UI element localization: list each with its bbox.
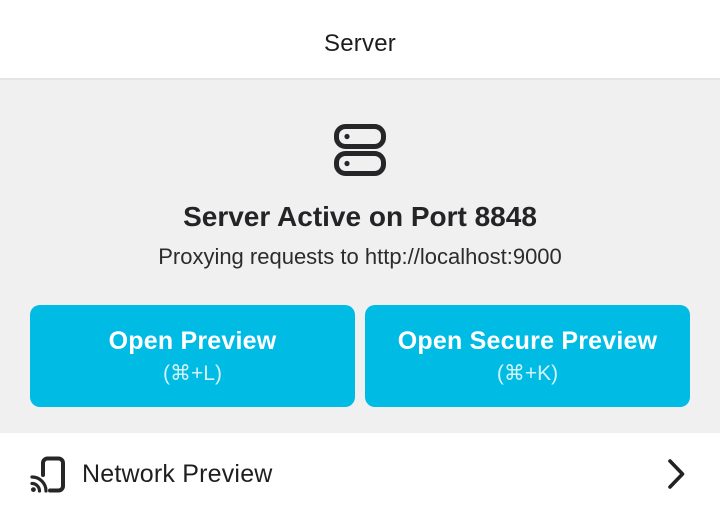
chevron-right-icon <box>667 458 690 490</box>
server-status-subtitle: Proxying requests to http://localhost:90… <box>158 244 562 269</box>
open-secure-preview-shortcut: (⌘+K) <box>496 361 559 385</box>
open-preview-label: Open Preview <box>108 326 277 355</box>
header: Server <box>0 0 720 80</box>
server-status-title: Server Active on Port 8848 <box>183 201 537 232</box>
open-secure-preview-button[interactable]: Open Secure Preview (⌘+K) <box>365 305 690 407</box>
network-preview-row[interactable]: Network Preview <box>0 433 720 515</box>
page-title: Server <box>324 30 396 57</box>
preview-buttons-row: Open Preview (⌘+L) Open Secure Preview (… <box>30 305 690 407</box>
network-preview-label: Network Preview <box>82 459 273 488</box>
open-preview-shortcut: (⌘+L) <box>163 361 222 385</box>
open-secure-preview-label: Open Secure Preview <box>397 326 658 355</box>
mobile-cast-icon <box>30 456 65 493</box>
open-preview-button[interactable]: Open Preview (⌘+L) <box>30 305 355 407</box>
server-stack-icon <box>0 124 720 176</box>
